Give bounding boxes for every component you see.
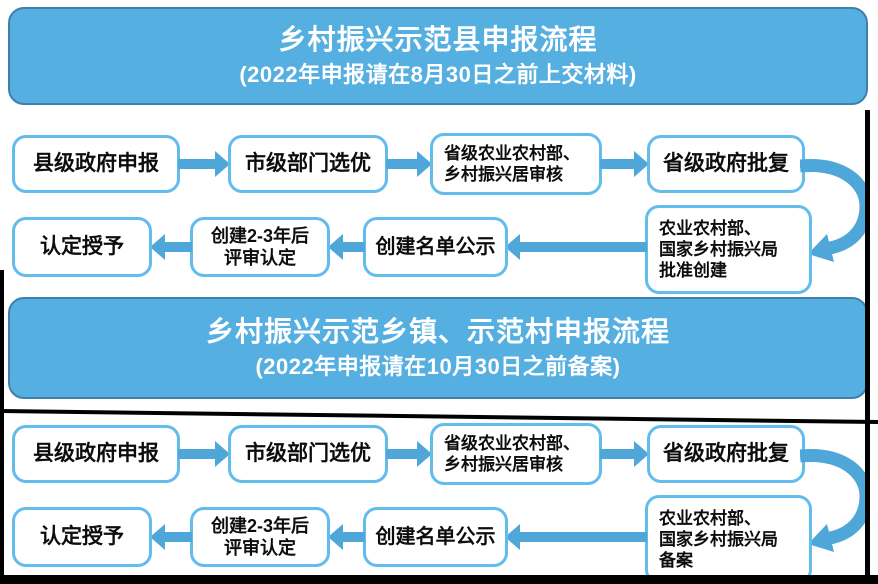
box-label-line: 乡村振兴居审核	[444, 165, 563, 184]
box-award-recognition: 认定授予	[12, 507, 152, 567]
section2-flowchart: 县级政府申报 市级部门选优 省级农业农村部、 乡村振兴居审核 省级政府批复 农业…	[0, 410, 878, 584]
box-list-publicity: 创建名单公示	[363, 507, 508, 567]
arrow-right-icon	[178, 440, 230, 468]
box-label: 市级部门选优	[245, 151, 371, 175]
box-label-line: 省级农业农村部、	[444, 433, 580, 453]
arrow-left-icon	[150, 523, 192, 551]
frame-left-border	[0, 270, 4, 584]
box-national-approve-create: 农业农村部、 国家乡村振兴局 批准创建	[645, 205, 812, 294]
box-label-line: 备案	[659, 551, 693, 571]
box-label: 县级政府申报	[33, 441, 159, 465]
section1-banner: 乡村振兴示范县申报流程 (2022年申报请在8月30日之前上交材料)	[8, 7, 868, 105]
box-province-review: 省级农业农村部、 乡村振兴居审核	[430, 133, 602, 195]
arrow-left-icon	[505, 523, 647, 551]
arrow-right-icon	[386, 150, 432, 178]
box-review-after-2-3-years: 创建2-3年后 评审认定	[190, 217, 330, 277]
section2-banner: 乡村振兴示范乡镇、示范村申报流程 (2022年申报请在10月30日之前备案)	[8, 297, 868, 399]
box-city-dept-select: 市级部门选优	[228, 425, 388, 483]
frame-bottom-border	[0, 575, 878, 584]
arrow-left-icon	[328, 233, 365, 261]
box-county-gov-apply: 县级政府申报	[12, 135, 180, 193]
box-label-line: 乡村振兴居审核	[444, 455, 563, 474]
box-national-record: 农业农村部、 国家乡村振兴局 备案	[645, 495, 812, 584]
arrow-right-icon	[386, 440, 432, 468]
arrow-right-icon	[600, 150, 649, 178]
section1-flowchart: 县级政府申报 市级部门选优 省级农业农村部、 乡村振兴居审核 省级政府批复 农业…	[0, 120, 878, 300]
section1-subtitle: (2022年申报请在8月30日之前上交材料)	[239, 62, 637, 88]
section2-subtitle: (2022年申报请在10月30日之前备案)	[255, 354, 621, 380]
arrow-left-icon	[150, 233, 192, 261]
box-label: 认定授予	[40, 524, 124, 548]
box-label-line: 国家乡村振兴局	[659, 529, 778, 549]
frame-right-border	[865, 110, 870, 584]
box-county-gov-apply: 县级政府申报	[12, 425, 180, 483]
box-label: 认定授予	[40, 234, 124, 258]
box-label: 省级政府批复	[663, 151, 789, 175]
box-label-line: 创建2-3年后	[210, 515, 309, 536]
box-label: 省级政府批复	[663, 441, 789, 465]
box-label: 创建名单公示	[375, 525, 496, 548]
box-label: 市级部门选优	[245, 441, 371, 465]
box-label-line: 批准创建	[659, 261, 727, 281]
box-review-after-2-3-years: 创建2-3年后 评审认定	[190, 507, 330, 567]
section2-title: 乡村振兴示范乡镇、示范村申报流程	[205, 315, 670, 347]
box-label-line: 省级农业农村部、	[444, 143, 580, 163]
box-label-line: 国家乡村振兴局	[659, 239, 778, 259]
box-list-publicity: 创建名单公示	[363, 217, 508, 277]
arrow-right-icon	[600, 440, 649, 468]
box-label-line: 农业农村部、	[659, 218, 761, 238]
box-province-review: 省级农业农村部、 乡村振兴居审核	[430, 423, 602, 485]
box-province-approve: 省级政府批复	[647, 135, 805, 193]
box-label: 创建名单公示	[375, 235, 496, 258]
box-label: 县级政府申报	[33, 151, 159, 175]
box-label-line: 评审认定	[224, 538, 296, 558]
box-province-approve: 省级政府批复	[647, 425, 805, 483]
arrow-right-icon	[178, 150, 230, 178]
box-award-recognition: 认定授予	[12, 217, 152, 277]
arrow-left-icon	[328, 523, 365, 551]
box-label-line: 创建2-3年后	[210, 225, 309, 246]
box-label-line: 农业农村部、	[659, 508, 761, 528]
section1-title: 乡村振兴示范县申报流程	[278, 23, 598, 55]
box-city-dept-select: 市级部门选优	[228, 135, 388, 193]
box-label-line: 评审认定	[224, 248, 296, 268]
arrow-left-icon	[505, 233, 647, 261]
